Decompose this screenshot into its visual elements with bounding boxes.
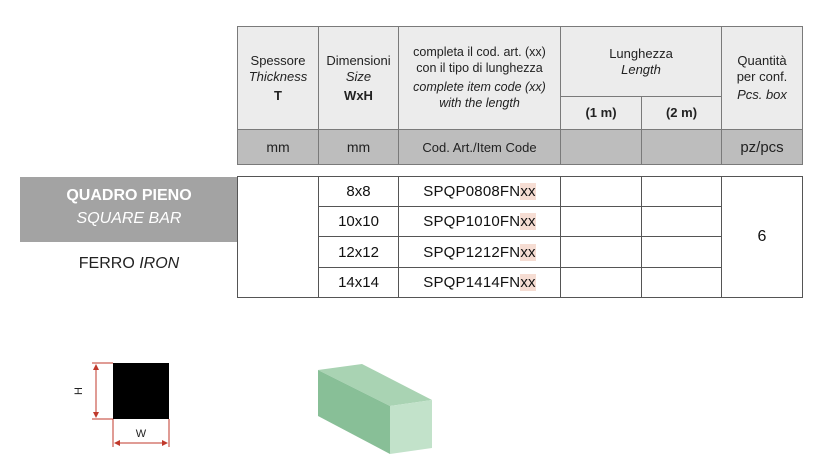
code-it-line2: con il tipo di lunghezza bbox=[416, 60, 543, 75]
h-arrow-top bbox=[93, 364, 99, 370]
table-row-size: 10x10 bbox=[318, 206, 399, 237]
item-code-suffix: xx bbox=[520, 183, 536, 200]
header-size: Dimensioni Size WxH bbox=[318, 26, 399, 130]
table-row-length-2m bbox=[641, 267, 722, 298]
item-code-suffix: xx bbox=[520, 274, 536, 291]
table-row-length-1m bbox=[560, 236, 642, 268]
unit-quantity: pz/pcs bbox=[721, 129, 803, 165]
qty-en: Pcs. box bbox=[737, 87, 787, 102]
qty-it-line2: per conf. bbox=[736, 69, 788, 84]
code-it-line1: completa il cod. art. (xx) bbox=[413, 45, 546, 59]
size-symbol: WxH bbox=[344, 87, 373, 103]
header-length-1m: (1 m) bbox=[560, 96, 642, 130]
header-length-2m: (2 m) bbox=[641, 96, 722, 130]
length-en: Length bbox=[621, 61, 661, 77]
bar-section-square bbox=[113, 363, 169, 419]
table-row-length-1m bbox=[560, 206, 642, 237]
w-arrow-right bbox=[162, 440, 168, 446]
product-title: QUADRO PIENO bbox=[66, 187, 192, 204]
qty-it-line1: Quantità bbox=[737, 53, 787, 68]
bar-top-face bbox=[318, 364, 432, 406]
item-code-suffix: xx bbox=[520, 213, 536, 230]
material-it: FERRO bbox=[78, 255, 135, 272]
unit-length-2m bbox=[641, 129, 722, 165]
square-bar-illustration bbox=[318, 364, 432, 454]
table-row-size: 8x8 bbox=[318, 176, 399, 207]
thickness-symbol: T bbox=[274, 87, 282, 103]
unit-size: mm bbox=[318, 129, 399, 165]
product-subtitle: SQUARE BAR bbox=[76, 210, 182, 227]
code-en-line2: with the length bbox=[439, 95, 520, 110]
code-en-line1: complete item code (xx) bbox=[413, 80, 546, 94]
table-row-length-2m bbox=[641, 176, 722, 207]
product-material: FERRO IRON bbox=[20, 255, 238, 273]
table-row-size: 14x14 bbox=[318, 267, 399, 298]
header-item-code: completa il cod. art. (xx) con il tipo d… bbox=[398, 26, 561, 130]
unit-length-1m bbox=[560, 129, 642, 165]
item-code: SPQP1414FN bbox=[423, 274, 521, 291]
w-label: W bbox=[136, 428, 147, 440]
bar-side-face bbox=[318, 370, 390, 454]
bar-end-face bbox=[390, 400, 432, 454]
item-code-suffix: xx bbox=[520, 243, 536, 261]
header-thickness: Spessore Thickness T bbox=[237, 26, 319, 130]
w-arrow-left bbox=[114, 440, 120, 446]
item-code: SPQP1212FN bbox=[423, 243, 521, 261]
header-quantity: Quantità per conf. Pcs. box bbox=[721, 26, 803, 130]
unit-item-code: Cod. Art./Item Code bbox=[398, 129, 561, 165]
table-row-length-2m bbox=[641, 236, 722, 268]
table-row-length-2m bbox=[641, 206, 722, 237]
size-en: Size bbox=[345, 68, 372, 84]
product-label: QUADRO PIENO SQUARE BAR bbox=[20, 177, 238, 242]
length-it: Lunghezza bbox=[609, 45, 673, 61]
table-row-length-1m bbox=[560, 176, 642, 207]
cross-section-diagram: H W bbox=[73, 362, 170, 447]
item-code: SPQP0808FN bbox=[423, 183, 521, 200]
unit-thickness: mm bbox=[237, 129, 319, 165]
quantity-cell: 6 bbox=[721, 176, 803, 298]
header-length: Lunghezza Length bbox=[560, 26, 722, 97]
thickness-en: Thickness bbox=[248, 68, 308, 84]
size-it: Dimensioni bbox=[326, 52, 391, 68]
table-row-length-1m bbox=[560, 267, 642, 298]
material-en: IRON bbox=[139, 255, 180, 272]
thickness-cell bbox=[237, 176, 319, 298]
h-arrow-bottom bbox=[93, 412, 99, 418]
item-code: SPQP1010FN bbox=[423, 213, 521, 230]
h-label: H bbox=[73, 387, 85, 395]
table-row-size: 12x12 bbox=[318, 236, 399, 268]
thickness-it: Spessore bbox=[250, 52, 306, 68]
